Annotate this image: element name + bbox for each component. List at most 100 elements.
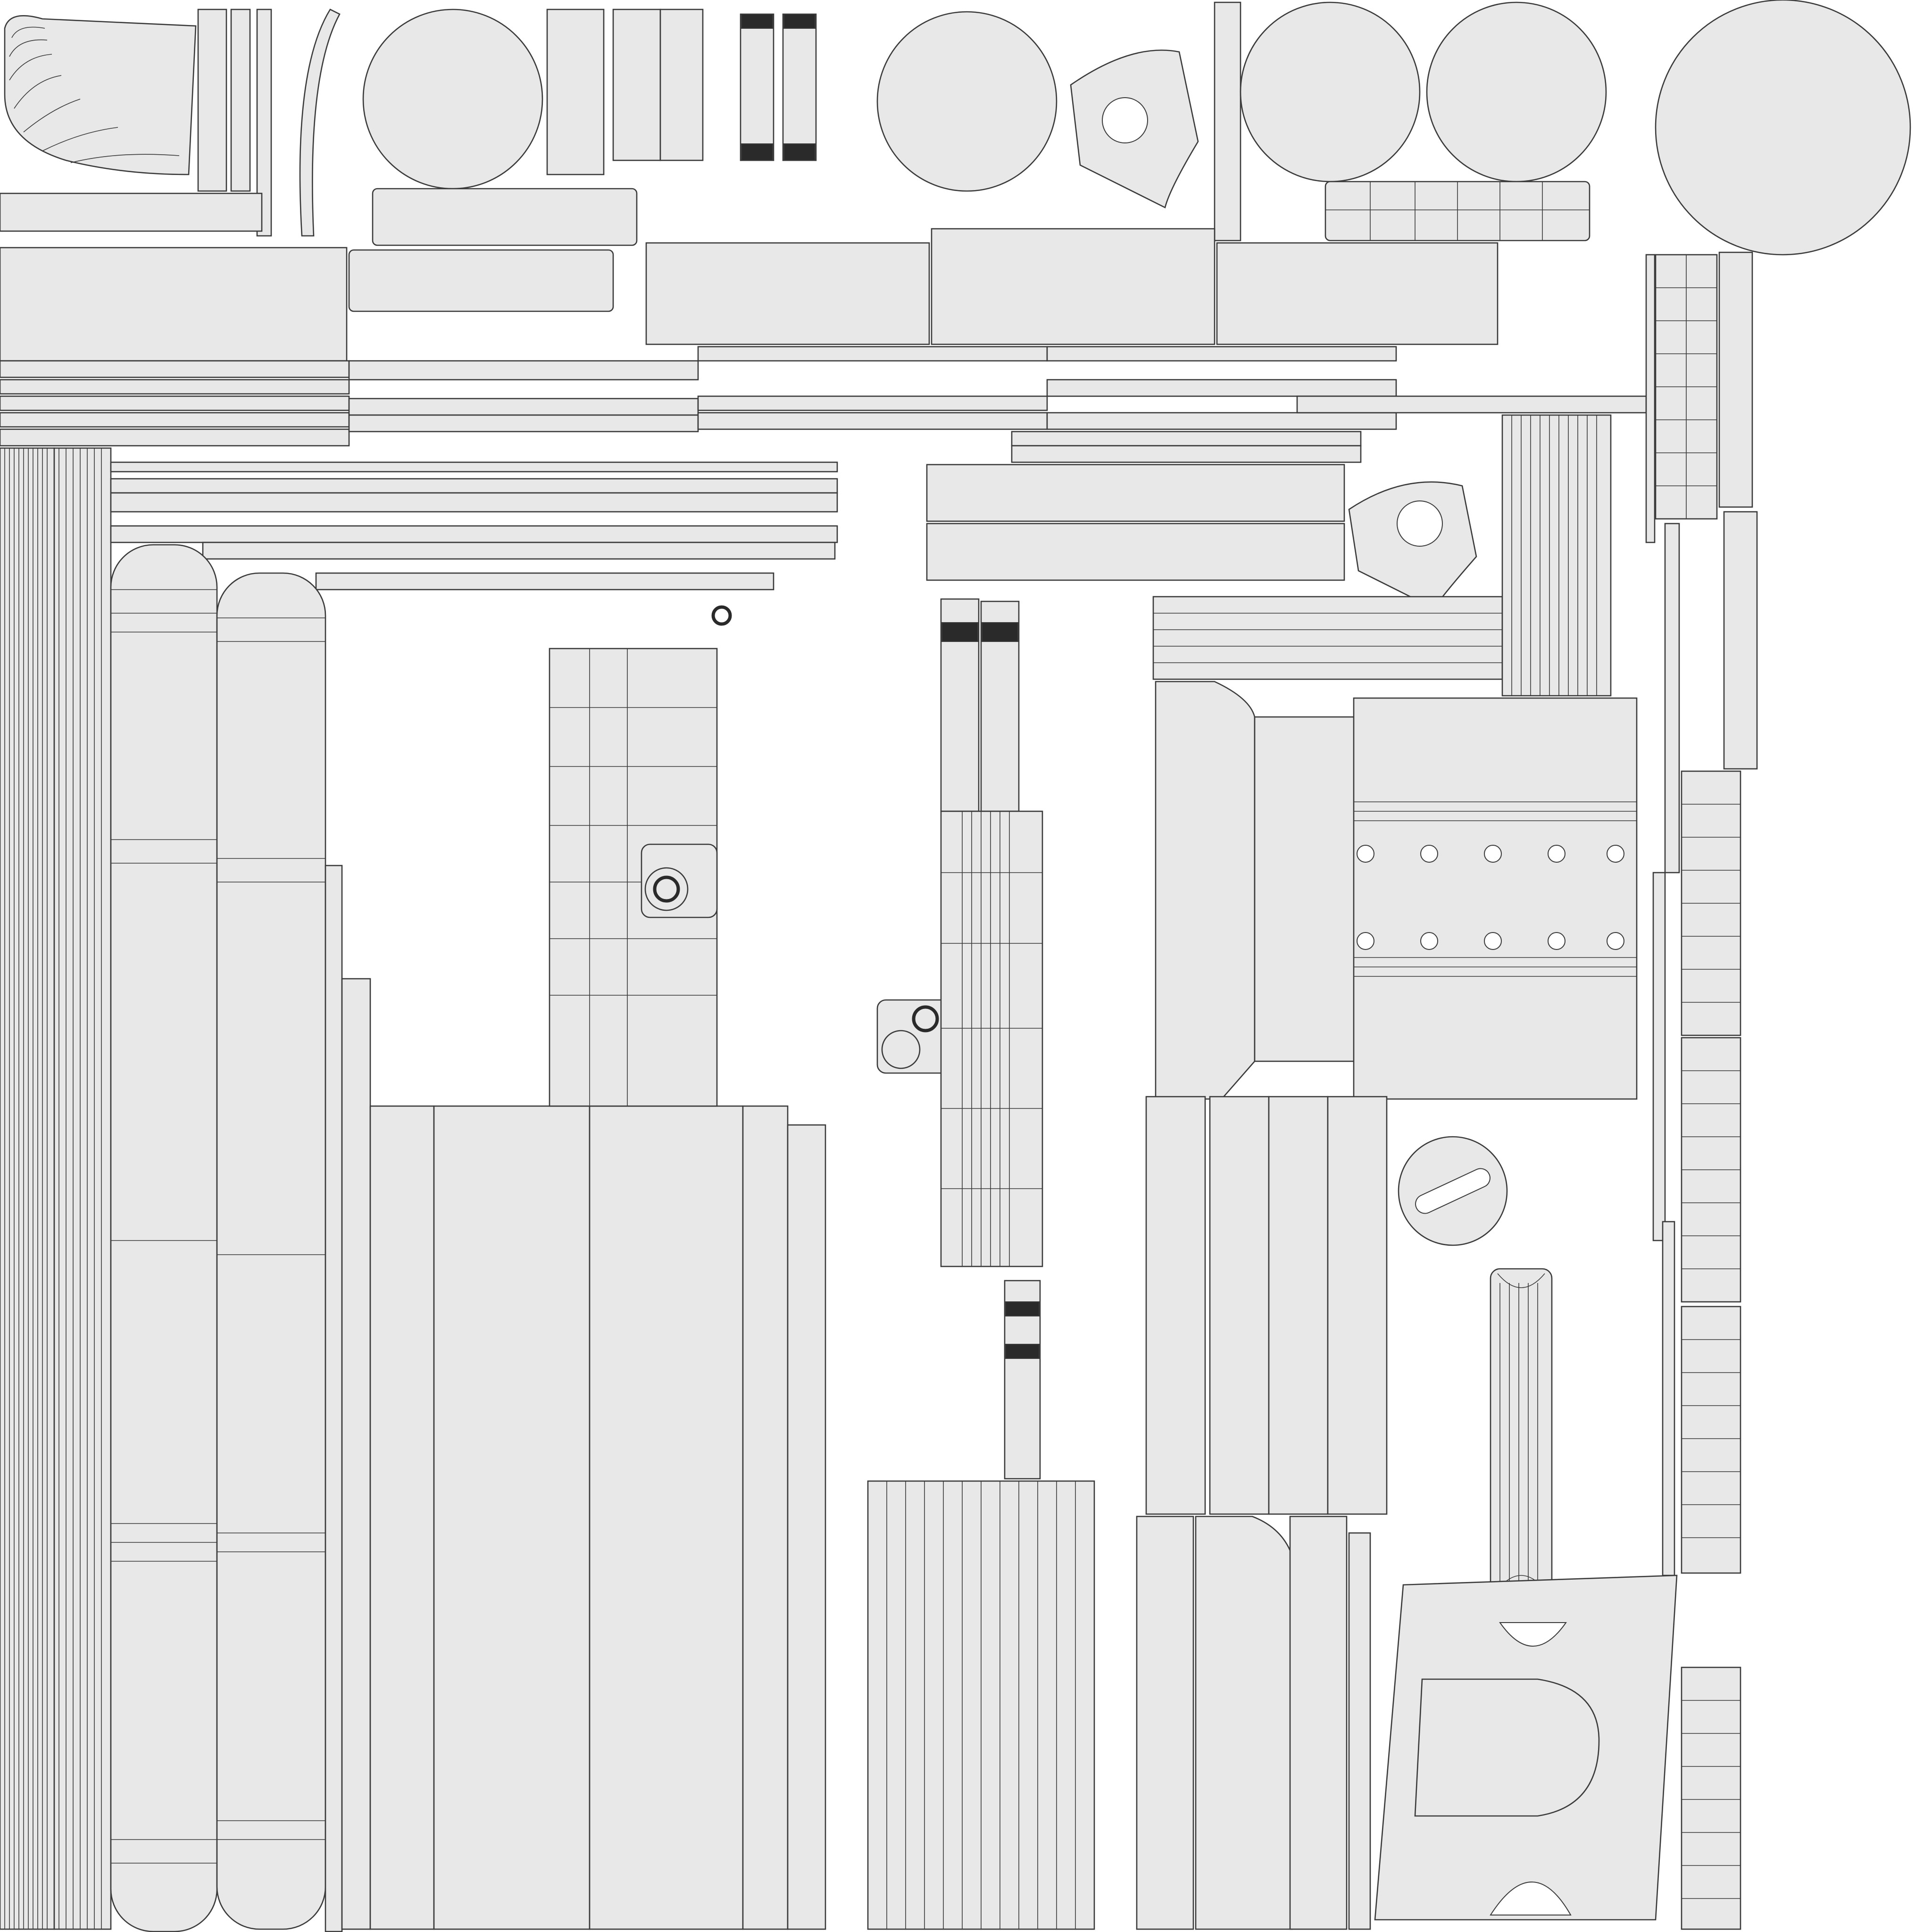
clip-1-bottom bbox=[741, 143, 773, 161]
latch-panel-2-band bbox=[982, 622, 1018, 642]
ladder-strip-2 bbox=[341, 978, 371, 1930]
rail-9 bbox=[697, 346, 1048, 362]
rail-15 bbox=[1296, 395, 1647, 414]
rail-16 bbox=[1011, 431, 1362, 447]
disc-3 bbox=[1240, 1, 1421, 183]
ribbon-strip-4 bbox=[110, 525, 838, 543]
bearing-hole-10 bbox=[1607, 932, 1624, 950]
bearing-hole-1 bbox=[1357, 845, 1374, 863]
wide-panel-2 bbox=[645, 242, 930, 345]
block-3 bbox=[659, 8, 704, 161]
rail-4 bbox=[0, 412, 350, 428]
vertical-rib bbox=[1214, 1, 1241, 242]
rail-2 bbox=[0, 379, 350, 395]
panel-a bbox=[197, 8, 227, 192]
bearing-hole-6 bbox=[1357, 932, 1374, 950]
ribbed-column-seams bbox=[1511, 415, 1597, 696]
hub-ring-2 bbox=[912, 1005, 939, 1033]
block-2 bbox=[612, 8, 661, 161]
comb-block-seams bbox=[941, 811, 1042, 1266]
clip-2-bottom bbox=[783, 143, 816, 161]
disc-4 bbox=[1426, 1, 1607, 183]
disc-1 bbox=[362, 8, 543, 190]
latch-panel-1-band bbox=[941, 622, 978, 642]
ribbon-strip-5 bbox=[202, 541, 836, 560]
panel-mid-2 bbox=[1209, 1096, 1270, 1515]
fan-island-top-hole bbox=[1102, 97, 1148, 143]
bearing-hole-8 bbox=[1484, 932, 1502, 950]
rail-12 bbox=[1046, 346, 1397, 362]
tall-panel-1 bbox=[369, 1105, 435, 1930]
bearing-plate-seams bbox=[1354, 801, 1637, 977]
strip-right-4 bbox=[1662, 1221, 1675, 1576]
wide-panel-3 bbox=[931, 228, 1216, 345]
bearing-hole-5 bbox=[1607, 845, 1624, 863]
pill-panel-2 bbox=[216, 572, 326, 1930]
ribbon-strip-3 bbox=[110, 492, 838, 513]
cable-bundle-1 bbox=[0, 447, 55, 1930]
tall-panel-3 bbox=[589, 1105, 744, 1930]
panel-mid-1 bbox=[1145, 1096, 1206, 1515]
top-strip bbox=[4, 0, 1911, 256]
center-mechanism bbox=[549, 598, 1388, 1930]
clip-block-3-band-top bbox=[1005, 1301, 1040, 1316]
rail-14 bbox=[1046, 412, 1397, 430]
rail-6 bbox=[348, 360, 699, 381]
hub-ring-1-outer bbox=[644, 867, 689, 911]
bearing-hole-3 bbox=[1484, 845, 1502, 863]
grid-panel-6 bbox=[1681, 1306, 1741, 1574]
saddle-arch-top bbox=[1499, 1622, 1567, 1647]
rail-5 bbox=[0, 428, 350, 447]
saddle-tongue bbox=[1414, 1678, 1600, 1817]
u-bend-island bbox=[4, 15, 197, 175]
panel-low-3 bbox=[1289, 1516, 1348, 1930]
wide-panel-4 bbox=[1216, 242, 1499, 345]
rail-3 bbox=[0, 395, 350, 411]
strip-right-3 bbox=[1652, 872, 1666, 1241]
left-side bbox=[0, 447, 838, 1932]
bearing-hole-9 bbox=[1548, 932, 1566, 950]
ribbon-strip-6 bbox=[315, 572, 774, 591]
clip-block-3-band-bottom bbox=[1005, 1344, 1040, 1359]
stack-panel-seams bbox=[1153, 613, 1502, 663]
bearing-hole-2 bbox=[1420, 845, 1438, 863]
middle-right bbox=[926, 414, 1638, 1100]
tall-panel-5 bbox=[787, 1124, 826, 1930]
disc-5 bbox=[1655, 0, 1911, 256]
bearing-plate bbox=[1353, 697, 1638, 1100]
long-panel-2 bbox=[926, 523, 1345, 581]
grid-panel-7 bbox=[1681, 1666, 1741, 1930]
pill-panel-1 bbox=[110, 544, 218, 1932]
rail-8 bbox=[348, 414, 699, 433]
tall-panel-4 bbox=[742, 1105, 789, 1930]
disc-2 bbox=[876, 11, 1058, 192]
tube-1-seams bbox=[1325, 182, 1590, 241]
slot-disc-slot bbox=[1415, 1168, 1491, 1214]
clip-1-top bbox=[741, 14, 773, 29]
rail-1 bbox=[0, 360, 350, 378]
comb-block bbox=[940, 810, 1043, 1267]
tube-2 bbox=[372, 188, 638, 246]
small-ring bbox=[711, 605, 732, 626]
grid-panel-6-seams bbox=[1682, 1339, 1740, 1538]
rail-17 bbox=[1011, 445, 1362, 463]
fan-island-mid-hole bbox=[1397, 500, 1443, 547]
bearing-hole-7 bbox=[1420, 932, 1438, 950]
bottom-right bbox=[1374, 1136, 1678, 1921]
upper-band bbox=[0, 188, 1647, 463]
tall-panel-2 bbox=[433, 1105, 591, 1930]
block-1 bbox=[546, 8, 605, 175]
stack-panel bbox=[1152, 596, 1503, 680]
hub-ring-2-outer bbox=[881, 1030, 921, 1069]
clip-2 bbox=[782, 13, 817, 161]
ribbon-strip-1 bbox=[110, 461, 838, 473]
panel-mid-3 bbox=[1268, 1096, 1329, 1515]
cable-bundle-2 bbox=[53, 447, 112, 1930]
hub-ring-1 bbox=[653, 875, 680, 903]
panel-low-2 bbox=[1195, 1516, 1293, 1930]
panel-mid-4 bbox=[1327, 1096, 1388, 1515]
bar-strip-top bbox=[0, 192, 263, 232]
ladder-strip-1 bbox=[325, 865, 343, 1932]
grid-panel-5-seams bbox=[1682, 1070, 1740, 1269]
